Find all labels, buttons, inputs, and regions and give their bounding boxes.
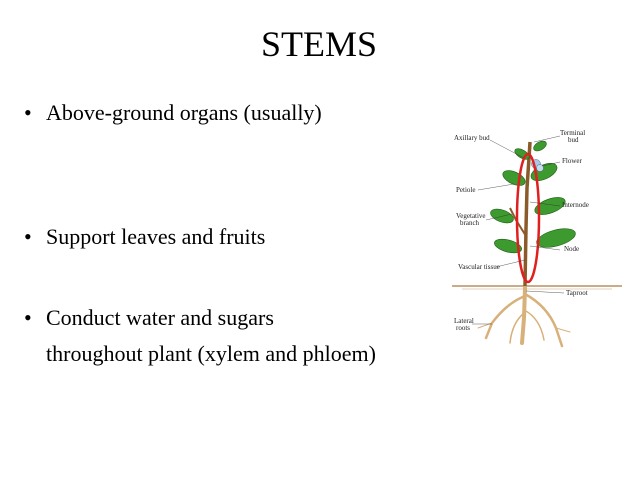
bullet-item: • Above-ground organs (usually) xyxy=(24,98,322,128)
slide-title: STEMS xyxy=(260,24,378,64)
leaf xyxy=(490,208,514,224)
label-petiole: Petiole xyxy=(456,186,475,194)
bullet-text: Support leaves and fruits xyxy=(46,224,266,249)
label-vegetative-branch-2: branch xyxy=(460,219,480,227)
bullet-text: Above-ground organs (usually) xyxy=(46,100,322,125)
leaf xyxy=(502,170,526,186)
label-lateral-roots: Lateral xyxy=(454,317,474,325)
leaf xyxy=(536,228,576,248)
label-lateral-roots-2: roots xyxy=(456,324,470,332)
plant-diagram: Axillary bud Terminal bud Flower Petiole… xyxy=(452,129,622,348)
bullet-marker: • xyxy=(24,224,32,249)
leaf xyxy=(534,197,566,215)
leaf xyxy=(533,140,547,152)
leaf xyxy=(494,238,522,254)
label-axillary-bud: Axillary bud xyxy=(454,134,490,142)
main-stem xyxy=(523,141,532,287)
bullet-text: Conduct water and sugars xyxy=(46,305,274,330)
bullet-item: • Support leaves and fruits xyxy=(24,222,265,252)
label-flower: Flower xyxy=(562,157,583,165)
label-internode: Internode xyxy=(562,201,589,209)
bullet-marker: • xyxy=(24,100,32,125)
bullet-item: • Conduct water and sugars xyxy=(24,303,274,333)
label-terminal-bud: Terminal xyxy=(560,129,585,137)
label-vegetative-branch: Vegetative xyxy=(456,212,486,220)
bullet-continuation: throughout plant (xylem and phloem) xyxy=(46,341,376,366)
label-taproot: Taproot xyxy=(566,289,588,297)
stem-highlight-ellipse xyxy=(515,152,541,284)
label-vascular-tissue: Vascular tissue xyxy=(458,263,500,271)
label-lines xyxy=(472,135,565,325)
bullet-marker: • xyxy=(24,305,32,330)
label-node: Node xyxy=(564,245,579,253)
label-terminal-bud-2: bud xyxy=(568,136,579,144)
roots xyxy=(477,286,571,348)
